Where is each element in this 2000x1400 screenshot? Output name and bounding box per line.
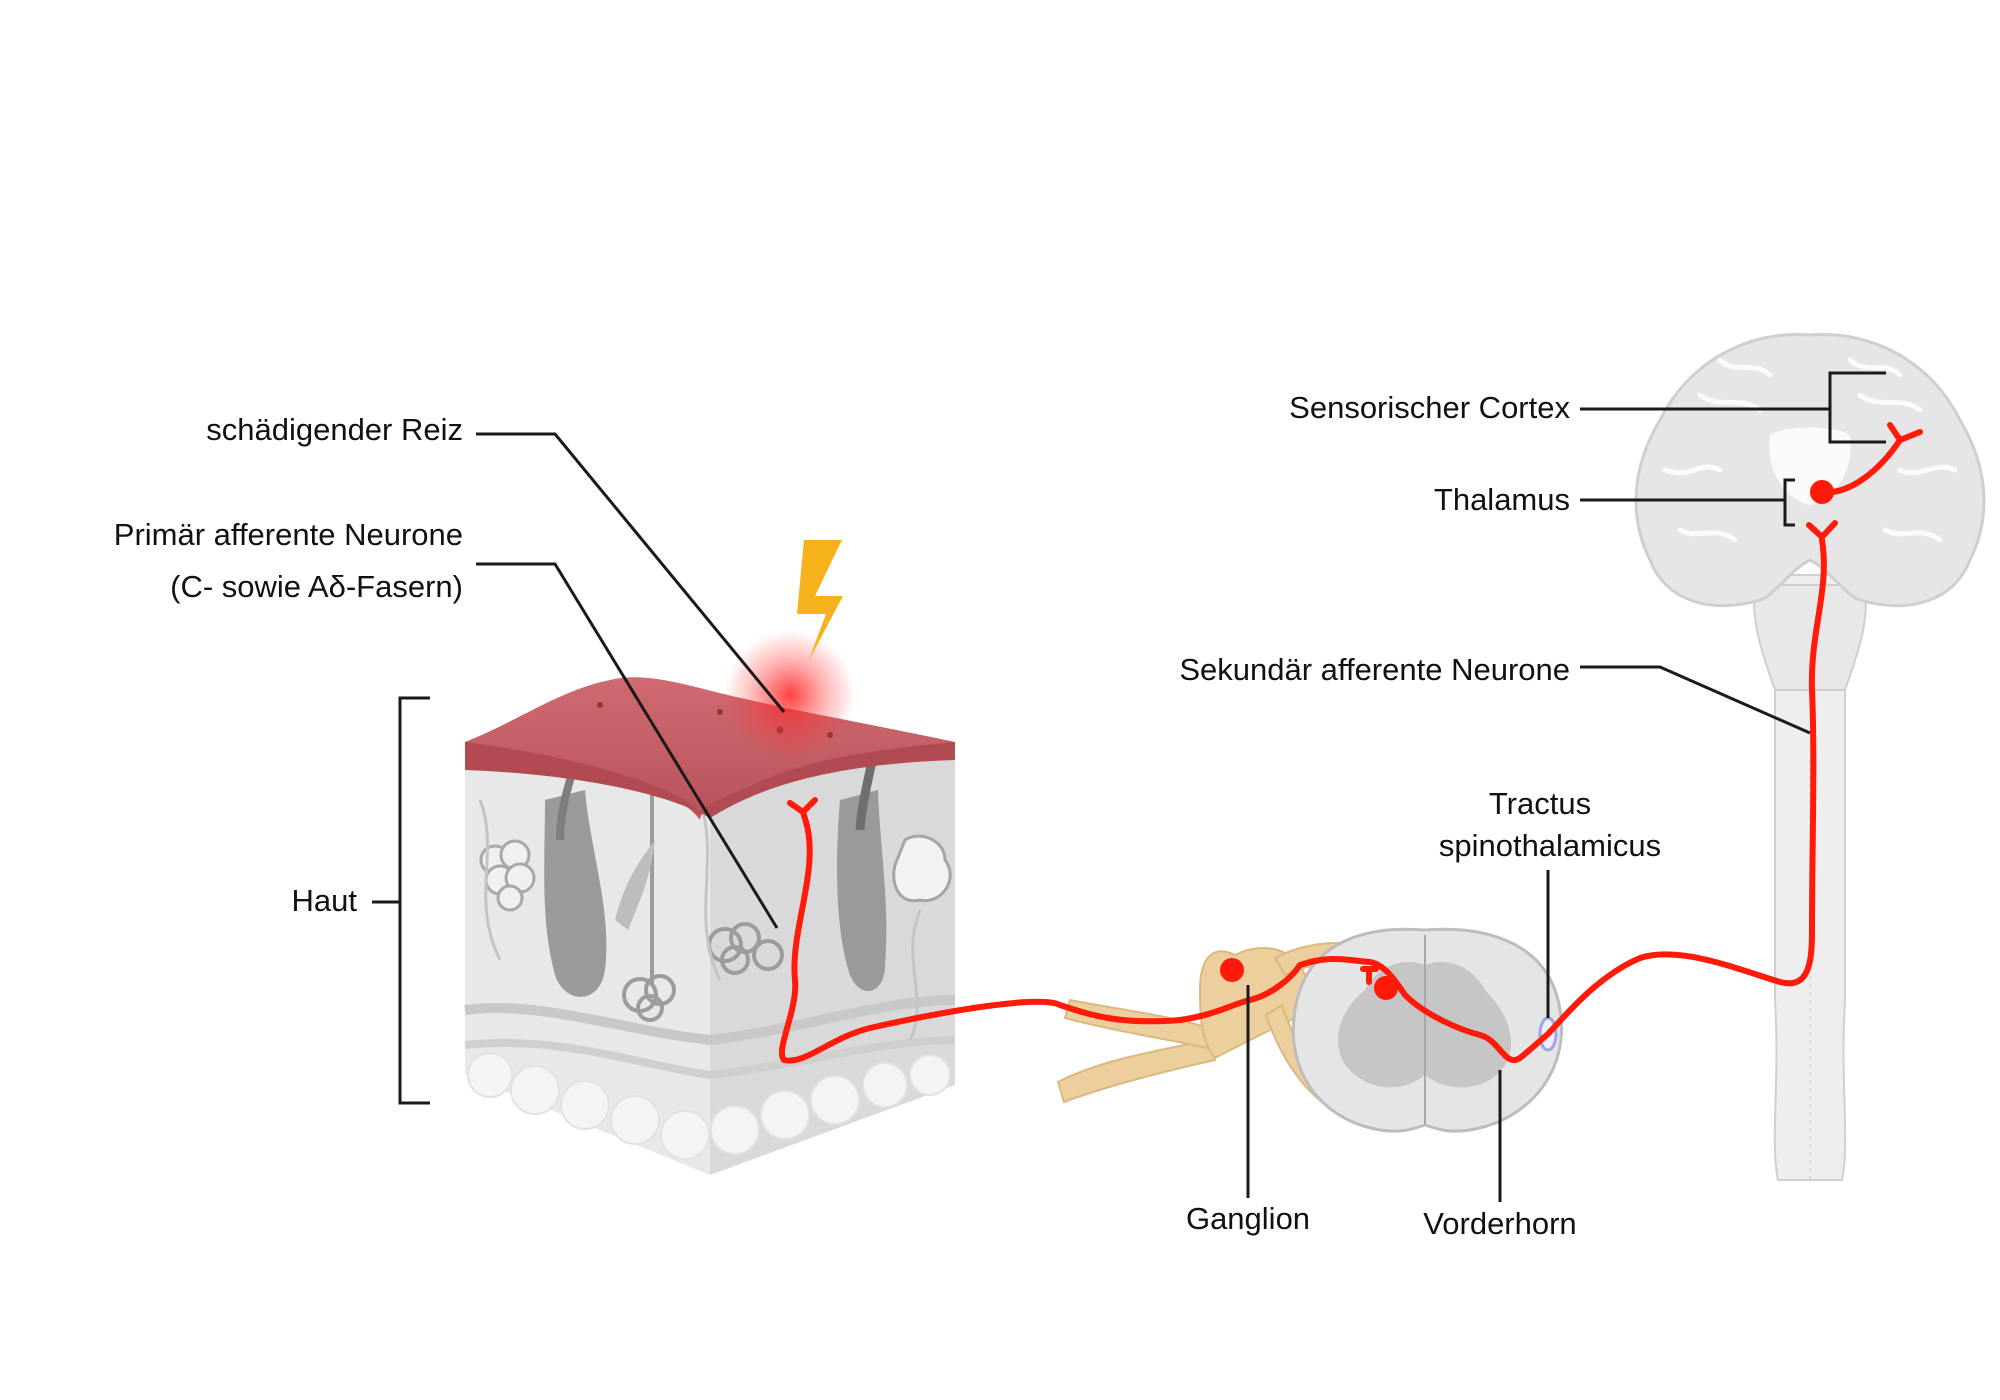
- label-vorderhorn: Vorderhorn: [1423, 1206, 1577, 1241]
- label-haut: Haut: [291, 883, 357, 918]
- leader-primaer: [476, 562, 779, 929]
- lightning-bolt-icon: [797, 540, 843, 662]
- label-tractus-line1: Tractus: [1488, 786, 1592, 821]
- bracket-haut: [372, 696, 430, 1105]
- leader-cortex: [1580, 371, 1886, 444]
- label-sekundaer: Sekundär afferente Neurone: [1179, 652, 1570, 687]
- label-tractus-line2: spinothalamicus: [1438, 828, 1662, 863]
- label-cortex: Sensorischer Cortex: [1289, 390, 1570, 425]
- leader-reiz: [476, 432, 786, 713]
- label-primaer-line2: (C- sowie Aδ-Fasern): [170, 569, 463, 604]
- label-ganglion: Ganglion: [1185, 1201, 1311, 1236]
- label-reiz: schädigender Reiz: [206, 412, 463, 447]
- label-primaer-line1: Primär afferente Neurone: [113, 517, 463, 552]
- stimulus-glow: [725, 630, 855, 760]
- leader-sekundaer: [1580, 665, 1811, 735]
- brain-brainstem: [1634, 332, 1986, 1181]
- label-thalamus: Thalamus: [1433, 482, 1570, 517]
- leader-thalamus: [1580, 478, 1795, 527]
- skin-block: [464, 677, 956, 1175]
- red-dot-icon: [1220, 480, 1834, 1000]
- leader-lines: [372, 371, 1886, 1202]
